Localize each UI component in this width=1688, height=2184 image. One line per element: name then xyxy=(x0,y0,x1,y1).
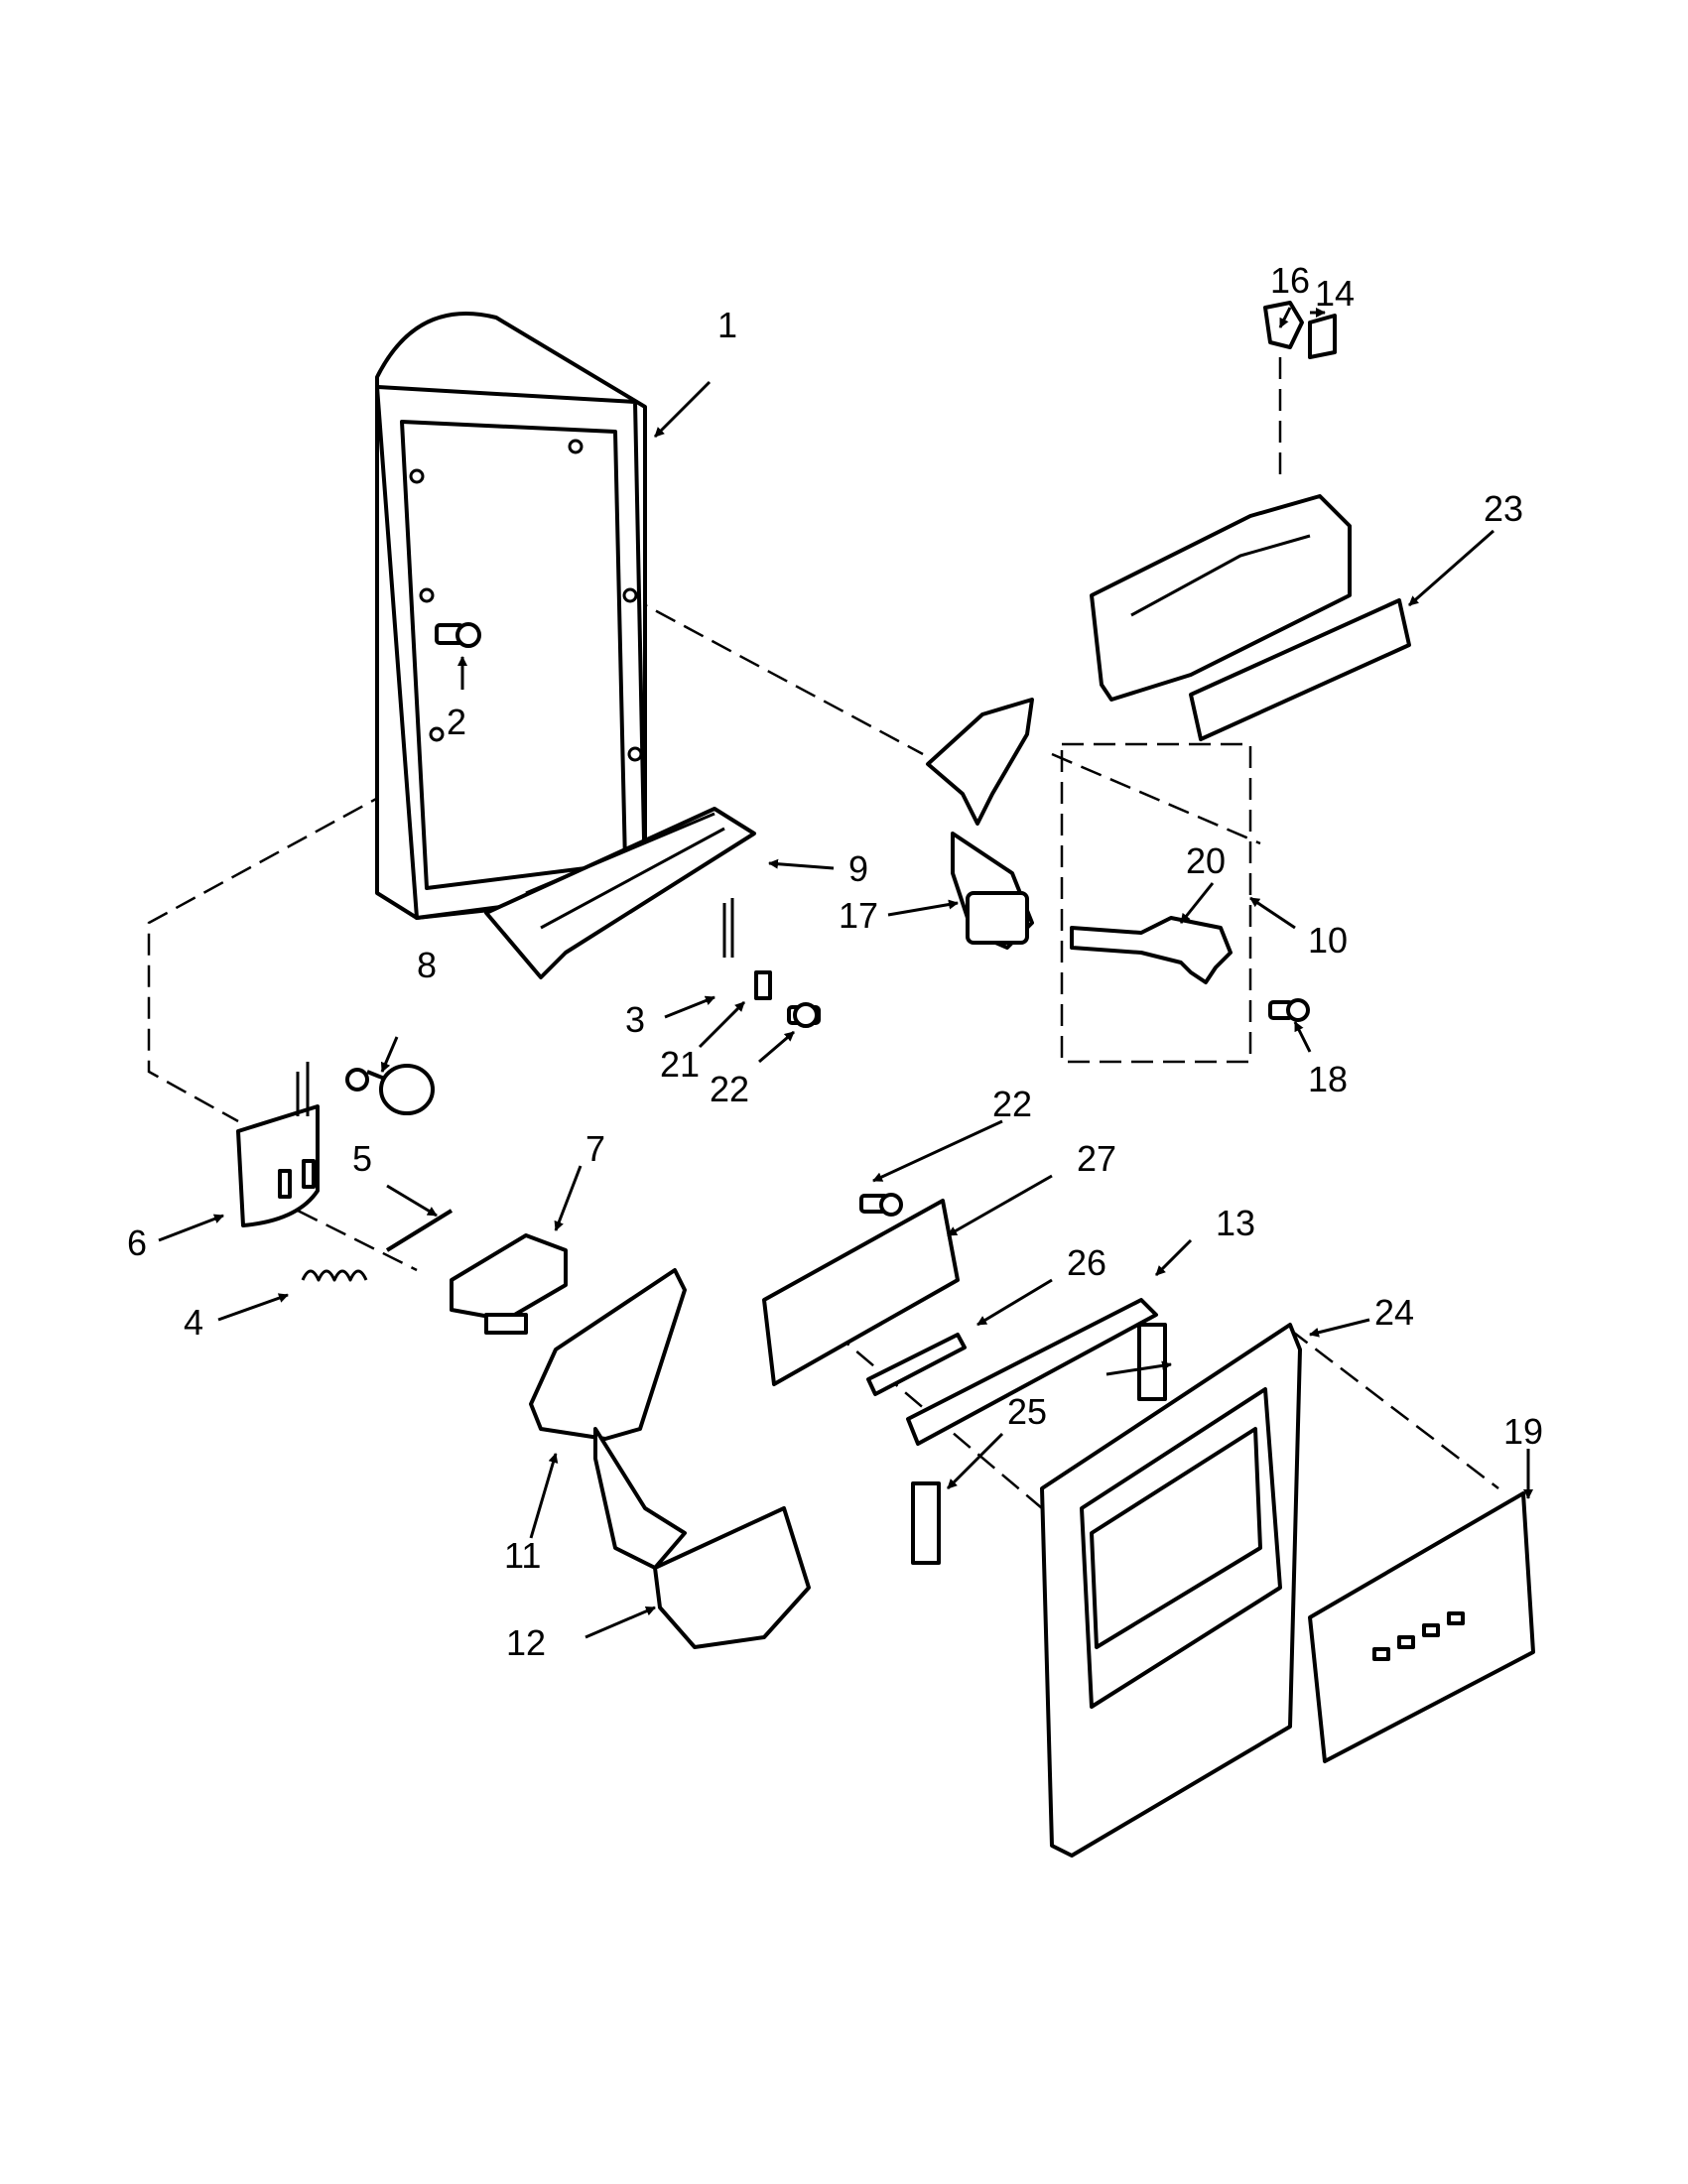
foam-block-upper xyxy=(1137,1323,1167,1401)
callout-12: 12 xyxy=(506,1622,546,1663)
switch-box xyxy=(236,1062,320,1227)
callout-7: 7 xyxy=(585,1128,605,1169)
callout-20: 20 xyxy=(1186,840,1226,881)
solenoid xyxy=(345,1064,435,1115)
callout-18: 18 xyxy=(1308,1059,1348,1099)
spring xyxy=(301,1269,368,1282)
callout-23: 23 xyxy=(1484,488,1523,529)
lever-screw xyxy=(1268,998,1310,1022)
leader-arrows xyxy=(158,307,1533,1639)
callout-22-control-board: 22 xyxy=(992,1084,1032,1124)
keypad-strip xyxy=(866,1333,967,1396)
micro-switch xyxy=(1263,301,1337,359)
control-housing xyxy=(1090,494,1411,741)
drip-tray xyxy=(484,807,756,979)
callout-5: 5 xyxy=(352,1138,372,1179)
trim-bar xyxy=(906,1298,1158,1446)
callout-25: 25 xyxy=(1007,1391,1047,1432)
callout-19: 19 xyxy=(1503,1411,1543,1452)
callout-13: 13 xyxy=(1216,1203,1255,1243)
callout-16: 16 xyxy=(1270,260,1310,301)
callout-11: 11 xyxy=(504,1535,541,1576)
callout-3: 3 xyxy=(625,999,645,1040)
pivot-pin xyxy=(385,1209,454,1252)
callout-6: 6 xyxy=(127,1222,147,1263)
callout-9: 9 xyxy=(848,848,868,889)
callout-17: 17 xyxy=(839,895,878,936)
callout-2: 2 xyxy=(447,702,466,742)
ice-paddle xyxy=(529,1268,687,1570)
callout-24: 24 xyxy=(1374,1292,1414,1333)
dispenser-panel xyxy=(1308,1491,1535,1763)
callout-22-lower-tray: 22 xyxy=(710,1069,749,1109)
ice-chute xyxy=(653,1506,811,1649)
actuator xyxy=(450,1233,568,1335)
callout-4: 4 xyxy=(184,1302,203,1343)
water-paddle xyxy=(926,698,1034,950)
mounting-screw xyxy=(435,622,481,648)
dispenser-housing-frame xyxy=(375,312,647,920)
callout-10: 10 xyxy=(1308,920,1348,961)
callout-labels: 1 2 3 4 5 6 7 8 9 10 11 12 13 14 16 17 1… xyxy=(127,260,1543,1663)
control-board xyxy=(762,1193,960,1386)
callout-26: 26 xyxy=(1067,1242,1106,1283)
callout-14: 14 xyxy=(1315,273,1355,314)
foam-block-lower xyxy=(911,1481,941,1565)
callout-8: 8 xyxy=(417,945,437,985)
callout-21: 21 xyxy=(660,1044,700,1085)
small-hardware xyxy=(722,898,821,1028)
callout-1: 1 xyxy=(717,305,737,345)
callout-27: 27 xyxy=(1077,1138,1116,1179)
dispenser-front-frame xyxy=(1040,1323,1302,1858)
lever xyxy=(1070,916,1233,984)
